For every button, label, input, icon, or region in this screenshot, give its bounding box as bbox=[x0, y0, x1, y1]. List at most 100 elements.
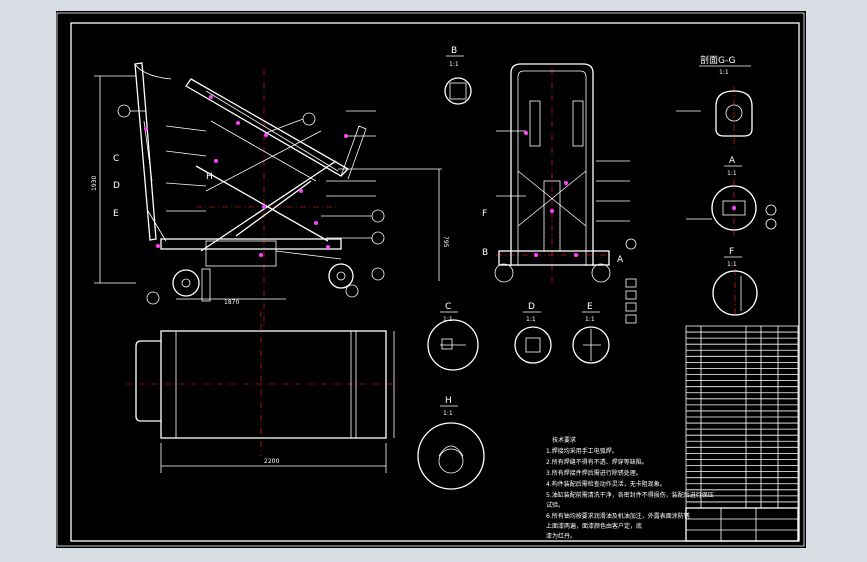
front-view: F B A bbox=[482, 63, 637, 324]
view-h-letter: H bbox=[445, 396, 452, 406]
view-f-letter: F bbox=[729, 247, 734, 257]
parts-list-table bbox=[685, 325, 799, 542]
leader-line bbox=[165, 182, 207, 187]
scissor-arm bbox=[195, 165, 329, 242]
callout-bubble bbox=[146, 291, 160, 305]
detail-view-d: D 1:1 bbox=[514, 302, 552, 364]
front-base bbox=[498, 250, 610, 266]
detail-view-c: C 1:1 bbox=[427, 302, 479, 371]
view-d-circle bbox=[514, 326, 552, 364]
outer-frame bbox=[56, 12, 805, 547]
section-gg: 剖面G-G 1:1 bbox=[676, 54, 753, 151]
view-e-letter: E bbox=[587, 302, 593, 312]
view-c-letter: C bbox=[445, 302, 451, 312]
callout-bubble bbox=[371, 267, 385, 281]
view-letter-h: H bbox=[206, 172, 213, 182]
parts-stack bbox=[625, 278, 637, 324]
tech-req-line: 5.油缸装配前需清洗干净，各密封件不得损伤，装配后进行保压 bbox=[546, 491, 714, 499]
leader-line bbox=[165, 125, 207, 132]
gg-outline bbox=[715, 90, 753, 137]
detail-view-a: A 1:1 bbox=[686, 156, 777, 236]
plan-handle bbox=[135, 340, 161, 422]
tech-req-line: 6.所有铀均按要求润滑油及机油加注，外露表面涂防锈 bbox=[546, 512, 690, 520]
callout-bubble bbox=[371, 231, 385, 245]
dimension-text: 1930 bbox=[91, 176, 98, 191]
view-b-circle bbox=[444, 77, 472, 105]
tech-req-line: 4.构件装配后需检查动作灵活，无卡阻现象。 bbox=[546, 480, 666, 488]
view-a-letter: A bbox=[729, 156, 736, 166]
drawing-canvas: .w { stroke:#fff; fill:none; stroke-widt… bbox=[56, 12, 805, 547]
base-frame bbox=[160, 238, 342, 250]
plan-view: 2200 bbox=[126, 311, 396, 473]
rear-wheel bbox=[172, 269, 200, 297]
hydraulic-cylinder bbox=[235, 180, 312, 237]
detail-view-b: B 1:1 bbox=[444, 46, 472, 105]
view-b-scale: 1:1 bbox=[449, 61, 459, 68]
lift-platform bbox=[185, 78, 350, 177]
front-wheel bbox=[328, 263, 354, 289]
side-elevation-view: 1930 795 1870 C D E bbox=[91, 62, 449, 329]
detail-view-f: F 1:1 bbox=[712, 247, 758, 316]
view-b-letter: B bbox=[451, 46, 457, 56]
view-d-letter: D bbox=[528, 302, 535, 312]
handle-top bbox=[134, 63, 172, 80]
tech-req-title: 技术要求 bbox=[552, 436, 576, 444]
bolt-stack bbox=[201, 268, 211, 302]
tech-req-line: 漆为红丹。 bbox=[546, 532, 576, 540]
front-mast-outer bbox=[510, 63, 594, 266]
pump-box bbox=[205, 240, 277, 267]
section-gg-scale: 1:1 bbox=[719, 69, 729, 76]
handle-brace bbox=[143, 120, 153, 182]
front-wheel-hub bbox=[336, 271, 346, 281]
callout-bubble bbox=[371, 209, 385, 223]
view-d-scale: 1:1 bbox=[526, 316, 536, 323]
detail-view-h: H 1:1 bbox=[417, 396, 485, 490]
rear-wheel-hub bbox=[181, 278, 191, 288]
front-letter-b: B bbox=[482, 248, 488, 258]
base-length-dimension: 1870 bbox=[224, 299, 239, 306]
part-markers bbox=[144, 95, 348, 257]
view-e-circle bbox=[572, 326, 610, 364]
scissor-arm bbox=[205, 130, 322, 192]
front-markers bbox=[524, 131, 578, 257]
technical-requirements: 技术要求 1.焊接均采用手工电弧焊。 2.所有焊缝不得有不透、焊穿等缺陷。 3.… bbox=[546, 436, 714, 540]
view-a-circle bbox=[711, 185, 757, 231]
plan-deck bbox=[160, 330, 387, 439]
front-cross bbox=[517, 170, 587, 227]
callout-bubble bbox=[302, 112, 316, 126]
handle-bar bbox=[134, 62, 157, 241]
front-slot bbox=[529, 100, 541, 147]
scissor-arm bbox=[200, 160, 337, 252]
plan-width-dimension: 2200 bbox=[264, 458, 279, 465]
front-wheel-right bbox=[591, 263, 611, 283]
callout-bubble bbox=[117, 104, 131, 118]
title-block bbox=[685, 507, 799, 542]
tech-req-line: 3.所有焊接件焊后需进行除锈处理。 bbox=[546, 469, 642, 477]
base-arm bbox=[275, 250, 342, 260]
front-slot bbox=[572, 100, 584, 147]
view-c-circle bbox=[427, 319, 479, 371]
front-wheel-left bbox=[494, 263, 514, 283]
view-h-scale: 1:1 bbox=[443, 410, 453, 417]
scissor-arm bbox=[210, 120, 317, 182]
front-letter-a: A bbox=[617, 255, 624, 265]
front-leaders bbox=[496, 130, 637, 250]
leader-line bbox=[265, 118, 304, 134]
detail-view-e: E 1:1 bbox=[572, 302, 610, 364]
inner-frame bbox=[70, 22, 800, 542]
view-a-scale: 1:1 bbox=[727, 170, 737, 177]
small-wheel bbox=[345, 284, 359, 298]
view-f-circle bbox=[712, 270, 758, 316]
drawing-sheet: .w { stroke:#fff; fill:none; stroke-widt… bbox=[56, 11, 806, 548]
view-f-scale: 1:1 bbox=[727, 261, 737, 268]
view-letter-d: D bbox=[113, 181, 120, 191]
tech-req-line: 1.焊接均采用手工电弧焊。 bbox=[546, 447, 618, 455]
front-mast-inner bbox=[517, 70, 587, 266]
section-gg-title: 剖面G-G bbox=[700, 54, 736, 66]
tray-tip bbox=[340, 125, 367, 180]
view-letter-c: C bbox=[113, 154, 119, 164]
tech-req-line: 上面漆两遍，面漆颜色由客户定，底 bbox=[546, 522, 642, 530]
tech-req-line: 2.所有焊缝不得有不透、焊穿等缺陷。 bbox=[546, 458, 648, 466]
view-h-circle bbox=[417, 422, 485, 490]
